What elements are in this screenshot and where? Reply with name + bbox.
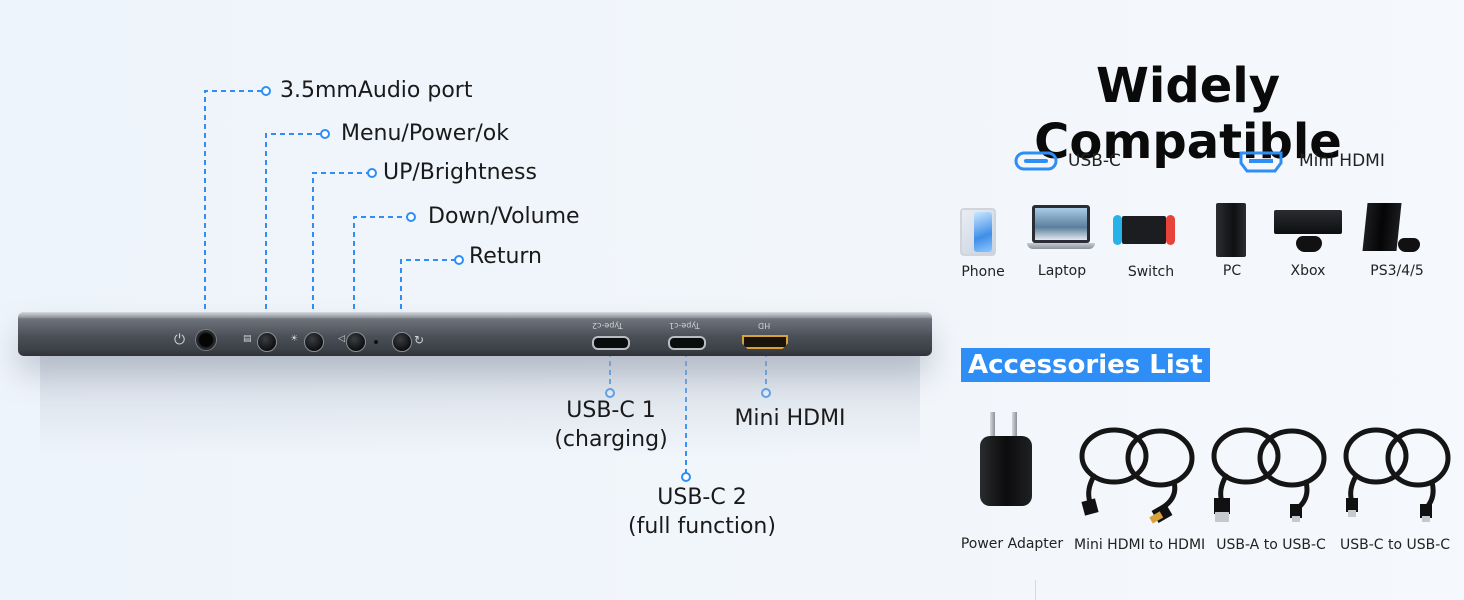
type-c1-silkscreen: Type-c1 [669, 321, 700, 330]
hd-silkscreen: HD [758, 321, 771, 330]
type-c2-silkscreen: Type-c2 [592, 321, 623, 330]
accessory-label-mini-hdmi-to-hdmi: Mini HDMI to HDMI [1074, 537, 1206, 553]
up-brightness-button[interactable] [304, 332, 324, 352]
phone-icon [960, 208, 996, 256]
usb-c-connector-label: USB-C [1068, 151, 1121, 171]
compatible-title: Widely Compatible [1034, 58, 1342, 170]
audio-symbol-icon: ⏻ [174, 332, 186, 348]
usb-c2-port[interactable] [592, 336, 630, 350]
down-button-label: Down/Volume [428, 204, 580, 229]
device-label-playstation: PS3/4/5 [1370, 263, 1424, 279]
return-button[interactable] [392, 332, 412, 352]
device-label-switch: Switch [1127, 264, 1175, 280]
return-button-label: Return [469, 244, 543, 269]
usb-a-to-usb-c-cable-icon [1211, 427, 1327, 522]
laptop-icon [1027, 205, 1095, 249]
brightness-symbol-icon: ☀ [290, 334, 299, 344]
switch-icon [1113, 215, 1175, 245]
mini-hdmi-port-icon [1239, 151, 1283, 173]
mini-hdmi-label: Mini HDMI [734, 406, 846, 431]
accessories-title: Accessories List [961, 348, 1210, 382]
playstation-icon [1362, 203, 1402, 251]
audio-port-label: 3.5mmAudio port [280, 78, 473, 103]
accessory-label-power-adapter: Power Adapter [960, 536, 1064, 552]
ps-controller-icon [1398, 238, 1420, 252]
down-volume-button[interactable] [346, 332, 366, 352]
volume-symbol-icon: ◁ [338, 334, 345, 344]
led-indicator [374, 340, 378, 344]
device-label-xbox: Xbox [1290, 263, 1326, 279]
menu-power-button[interactable] [257, 332, 277, 352]
device-label-pc: PC [1222, 263, 1242, 279]
usb-c2-label-line2: (full function) [628, 514, 776, 539]
menu-button-label: Menu/Power/ok [341, 121, 509, 146]
monitor-top-edge [18, 312, 932, 318]
usb-c1-label: USB-C 1 (charging) [530, 396, 692, 454]
device-label-phone: Phone [961, 264, 1005, 280]
monitor-shadow [40, 356, 920, 456]
mini-hdmi-port[interactable] [742, 335, 788, 349]
usb-c2-label-line1: USB-C 2 [657, 485, 747, 510]
usb-c-to-usb-c-cable-icon [1343, 427, 1451, 522]
usb-c1-port[interactable] [668, 336, 706, 350]
portable-monitor [18, 312, 932, 356]
mini-hdmi-to-hdmi-cable-icon [1079, 427, 1195, 524]
menu-symbol-icon: ▤ [243, 334, 252, 344]
xbox-icon [1274, 210, 1342, 252]
up-button-label: UP/Brightness [383, 160, 537, 185]
mini-hdmi-connector-label: Mini HDMI [1299, 151, 1385, 171]
accessory-label-usb-c-to-usb-c: USB-C to USB-C [1339, 537, 1451, 553]
device-label-laptop: Laptop [1037, 263, 1087, 279]
power-adapter-icon [980, 412, 1040, 512]
bottom-divider [1035, 580, 1036, 600]
audio-jack [195, 329, 217, 351]
usb-c1-label-line1: USB-C 1 [566, 398, 656, 423]
return-symbol-icon: ↻ [414, 333, 425, 347]
usb-c1-label-line2: (charging) [554, 427, 668, 452]
accessory-label-usb-a-to-usb-c: USB-A to USB-C [1216, 537, 1326, 553]
usb-c-port-icon [1014, 151, 1058, 171]
usb-c2-label: USB-C 2 (full function) [612, 483, 792, 541]
pc-tower-icon [1216, 203, 1246, 257]
